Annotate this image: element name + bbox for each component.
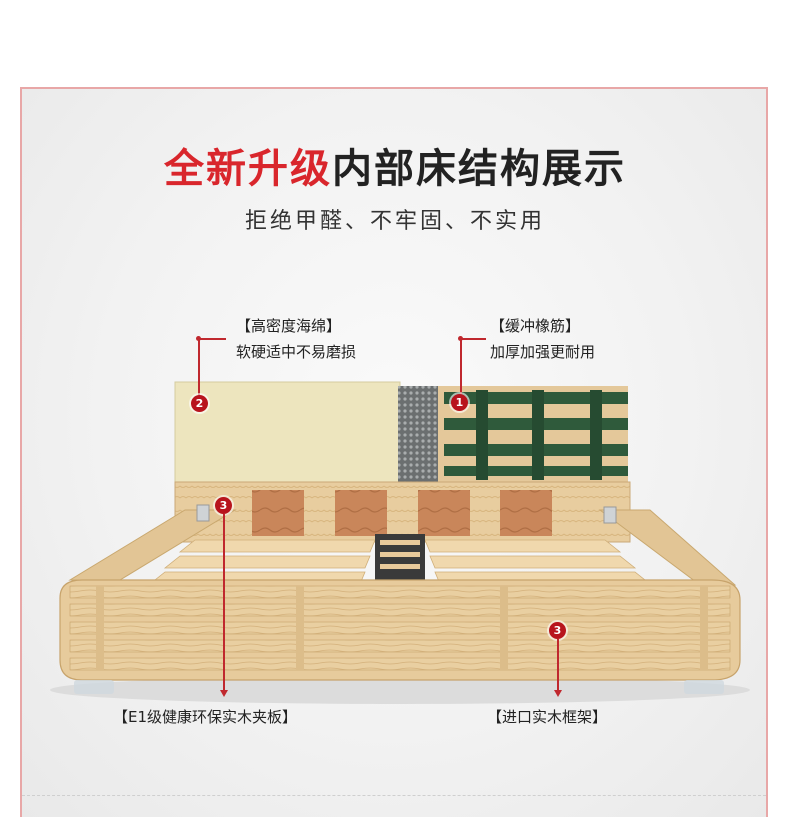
foam-leader-h (198, 338, 226, 340)
plywood-panels (252, 490, 552, 536)
page-title: 全新升级内部床结构展示 (0, 136, 790, 194)
bottom-divider (22, 795, 766, 796)
callout-rubber-heading: 【缓冲橡筋】 (490, 317, 581, 335)
title-rest: 内部床结构展示 (332, 146, 626, 192)
callout-rubber: 【缓冲橡筋】 加厚加强更耐用 (490, 313, 595, 365)
foam-badge: 2 (191, 395, 208, 412)
callout-foam-heading: 【高密度海绵】 (236, 317, 342, 335)
floor-shadow (50, 676, 750, 704)
right-bracket (603, 506, 617, 524)
plywood-arrow (220, 690, 228, 697)
headboard-base (174, 481, 631, 543)
foam-leader-v (198, 338, 200, 396)
rubber-straps (444, 390, 628, 480)
frame-leader (557, 639, 559, 692)
mesh-strip (398, 386, 440, 482)
callout-foam: 【高密度海绵】 软硬适中不易磨损 (236, 313, 356, 365)
right-leg (684, 680, 724, 694)
page-subtitle: 拒绝甲醛、不牢固、不实用 (244, 209, 545, 234)
left-bracket (196, 504, 210, 522)
callout-rubber-desc: 加厚加强更耐用 (490, 343, 596, 361)
rubber-leader-h (460, 338, 486, 340)
left-leg (74, 680, 114, 694)
callout-frame: 【进口实木框架】 (487, 708, 608, 726)
title-highlight: 全新升级 (164, 146, 332, 192)
callout-plywood: 【E1级健康环保实木夹板】 (113, 708, 298, 726)
right-rail (598, 509, 737, 586)
frame-arrow (554, 690, 562, 697)
frame-badge: 3 (549, 622, 566, 639)
callout-foam-desc: 软硬适中不易磨损 (236, 343, 357, 361)
rubber-leader-v (460, 338, 462, 394)
rubber-badge: 1 (451, 394, 468, 411)
front-slats (69, 585, 731, 671)
plywood-badge: 3 (215, 497, 232, 514)
plywood-leader (223, 514, 225, 692)
foam-panel (174, 381, 401, 483)
